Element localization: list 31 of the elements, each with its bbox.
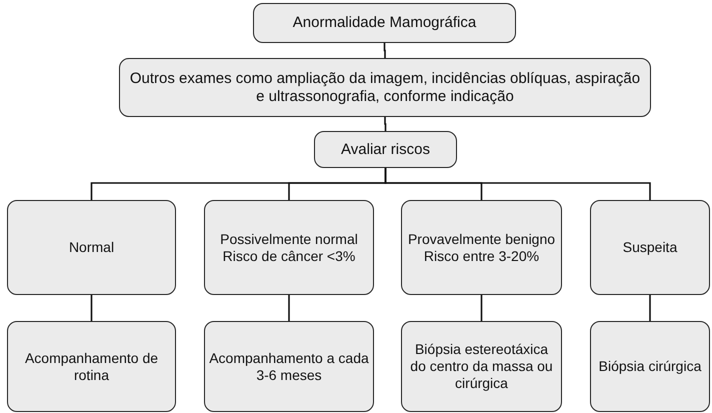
box-text: Risco de câncer <3% (222, 248, 356, 264)
process-box (314, 131, 457, 168)
process-box (401, 200, 562, 295)
process-box (7, 321, 176, 412)
box-text: Anormalidade Mamográfica (292, 14, 476, 32)
box-text: Provavelmente benigno (408, 230, 556, 248)
box-text: Possivelmente normal (220, 230, 358, 248)
connector-line (90, 295, 92, 321)
box-text: Biópsia estereotáxica do centro da massa ou cirúrgica (409, 341, 554, 392)
connector-line (384, 117, 386, 131)
box-text: Biópsia cirúrgica (598, 358, 702, 375)
connector-line (480, 295, 482, 321)
box-text: Suspeita (622, 239, 678, 256)
box-text: Acompanhamento a cada 3-6 meses (209, 350, 369, 384)
box-text: Normal (68, 239, 114, 256)
box-text: Acompanhamento de rotina (24, 350, 160, 384)
box-text: Outros exames como ampliação da imagem, incidências oblíquas, aspiração e ultrassonografia, conforme indicação (128, 70, 642, 106)
connector-line (384, 168, 651, 200)
process-box (119, 58, 651, 117)
process-box (590, 321, 710, 412)
box-text: Risco entre 3-20% (424, 248, 540, 264)
process-box (590, 200, 710, 295)
process-box (253, 3, 516, 43)
process-box (204, 200, 374, 295)
process-box (7, 200, 176, 295)
process-box (401, 321, 562, 412)
connector-line (649, 295, 651, 321)
process-box (204, 321, 374, 412)
connector-line (384, 43, 386, 58)
box-text: Avaliar riscos (341, 140, 430, 158)
connector-line (288, 295, 290, 321)
